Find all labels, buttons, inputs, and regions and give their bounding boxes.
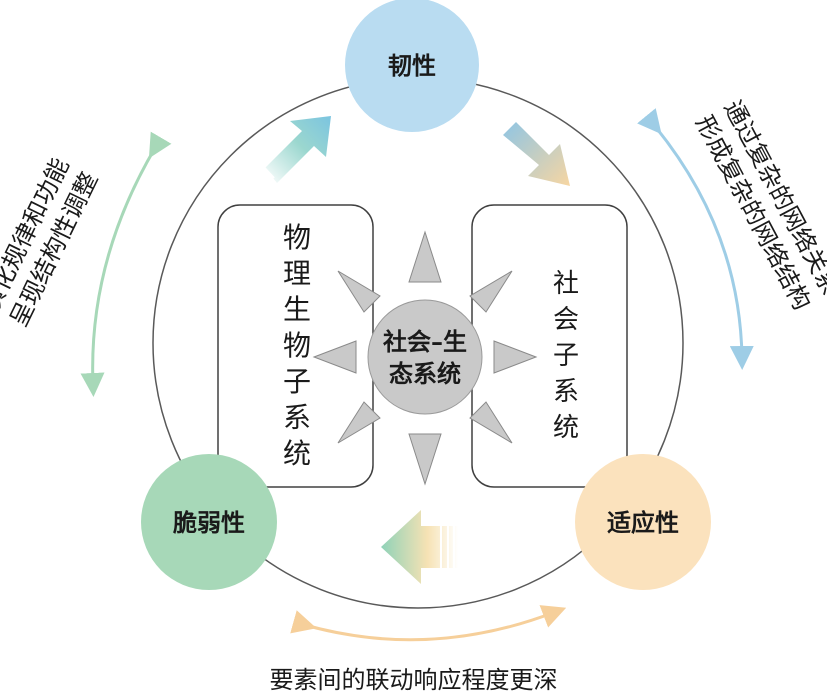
arrow-adaptability-to-vulnerability: [381, 510, 458, 584]
right-annotation: 通过复杂的网络关系 形成复杂的网络结构: [690, 96, 827, 315]
physical-char-6: 系: [283, 401, 311, 434]
social-char-4: 系: [553, 377, 579, 407]
ray-bottom: [408, 433, 442, 486]
center-label-line1: 社会–生: [383, 327, 467, 356]
physical-char-4: 物: [283, 329, 311, 362]
bottom-annotation: 要素间的联动响应程度更深: [269, 666, 558, 694]
vulnerability-node: [141, 454, 277, 590]
social-char-3: 子: [553, 341, 579, 371]
adaptability-node: [575, 454, 711, 590]
center-rays: [312, 230, 538, 486]
physical-subsystem-label: 物 理 生 物 子 系 统: [283, 221, 311, 470]
social-subsystem-label: 社 会 子 系 统: [553, 269, 579, 443]
left-annotation: 演化规律和功能 呈现结构性调整: [0, 154, 103, 331]
physical-char-3: 生: [283, 293, 311, 326]
physical-char-5: 子: [283, 365, 311, 398]
social-char-1: 社: [553, 269, 579, 299]
ray-top: [408, 230, 442, 283]
ray-left: [312, 340, 357, 374]
ray-right: [493, 340, 538, 374]
social-char-5: 统: [553, 413, 579, 443]
physical-char-2: 理: [283, 257, 311, 290]
vulnerability-label: 脆弱性: [172, 508, 245, 537]
ray-top-right: [469, 270, 513, 313]
ray-bottom-left: [337, 401, 381, 444]
left-curved-arrow: [80, 131, 172, 397]
social-char-2: 会: [553, 305, 579, 335]
physical-char-1: 物: [283, 221, 311, 254]
arrow-resilience-to-adaptability: [503, 122, 570, 186]
bottom-curved-arrow: [290, 605, 567, 642]
ray-top-left: [337, 270, 381, 313]
center-circle: [367, 299, 483, 415]
resilience-node: [345, 0, 479, 132]
adaptability-label: 适应性: [607, 508, 679, 537]
resilience-label: 韧性: [388, 51, 436, 80]
center-label-line2: 态系统: [389, 359, 461, 388]
arrow-vulnerability-to-resilience: [261, 116, 331, 183]
physical-char-7: 统: [283, 437, 311, 470]
right-curved-arrow: [637, 108, 754, 370]
ray-bottom-right: [469, 401, 513, 444]
